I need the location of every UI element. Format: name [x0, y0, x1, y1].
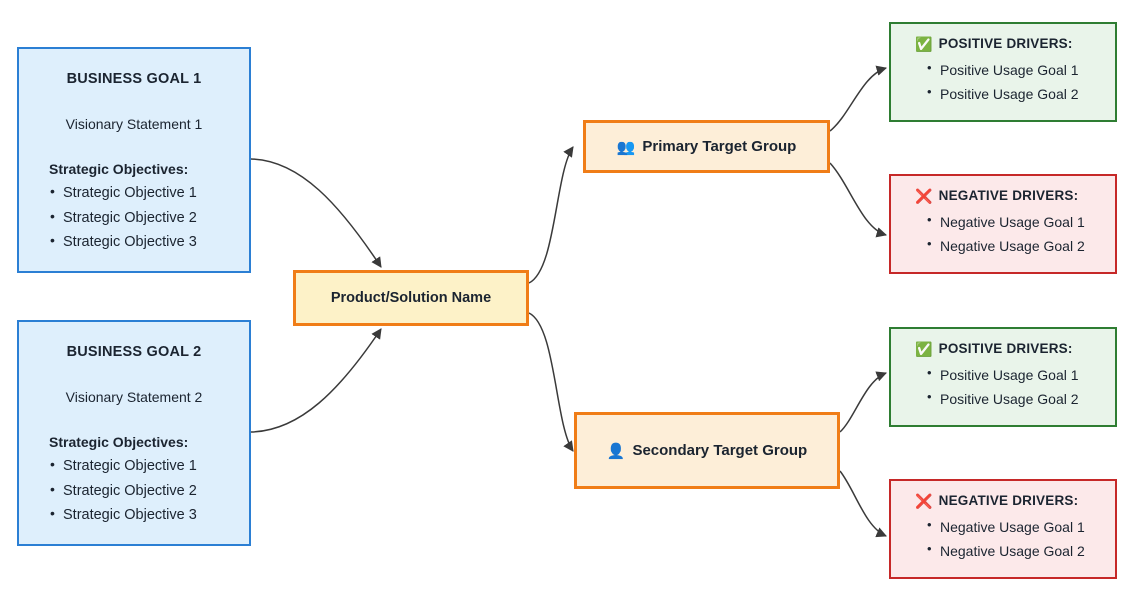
primary-target-group-content: 👥 Primary Target Group — [617, 135, 797, 159]
edge-product-to-secondary-target — [528, 312, 574, 452]
edge-goal2-to-product — [250, 328, 382, 433]
check-mark-button-icon: ✅ — [915, 36, 933, 52]
busts-in-silhouette-icon: 👥 — [616, 138, 636, 156]
positive-drivers-secondary-list: Positive Usage Goal 1 Positive Usage Goa… — [915, 362, 1101, 411]
primary-target-group-node[interactable]: 👥 Primary Target Group — [583, 120, 830, 173]
list-item: Positive Usage Goal 2 — [927, 386, 1101, 411]
edge-goal1-to-product — [250, 158, 382, 268]
list-item: Negative Usage Goal 1 — [927, 209, 1101, 234]
primary-target-group-label: Primary Target Group — [642, 137, 797, 155]
secondary-target-group-label: Secondary Target Group — [632, 441, 808, 459]
list-item: Strategic Objective 3 — [49, 229, 235, 254]
negative-drivers-primary-node[interactable]: ❌ NEGATIVE DRIVERS: Negative Usage Goal 1… — [889, 174, 1117, 274]
list-item: Strategic Objective 3 — [49, 502, 235, 527]
edge-secondary-to-negative-drivers — [839, 470, 887, 538]
heading-text: POSITIVE DRIVERS: — [938, 341, 1073, 356]
list-item: Negative Usage Goal 1 — [927, 514, 1101, 539]
positive-drivers-primary-list: Positive Usage Goal 1 Positive Usage Goa… — [915, 57, 1101, 106]
edge-primary-to-negative-drivers — [829, 162, 888, 238]
negative-drivers-primary-list: Negative Usage Goal 1 Negative Usage Goa… — [915, 209, 1101, 258]
business-goal-2-node[interactable]: BUSINESS GOAL 2 Visionary Statement 2 St… — [17, 320, 251, 546]
business-goal-1-node[interactable]: BUSINESS GOAL 1 Visionary Statement 1 St… — [17, 47, 251, 273]
list-item: Strategic Objective 2 — [49, 478, 235, 503]
list-item: Strategic Objective 1 — [49, 180, 235, 205]
positive-drivers-secondary-heading: ✅ POSITIVE DRIVERS: — [915, 341, 1101, 358]
heading-text: NEGATIVE DRIVERS: — [938, 493, 1079, 508]
positive-drivers-primary-node[interactable]: ✅ POSITIVE DRIVERS: Positive Usage Goal 1… — [889, 22, 1117, 122]
product-solution-label: Product/Solution Name — [330, 290, 492, 306]
list-item: Strategic Objective 2 — [49, 205, 235, 230]
negative-drivers-primary-heading: ❌ NEGATIVE DRIVERS: — [915, 188, 1101, 205]
business-goal-1-vision: Visionary Statement 1 — [65, 116, 203, 133]
heading-text: POSITIVE DRIVERS: — [938, 36, 1073, 51]
list-item: Positive Usage Goal 1 — [927, 57, 1101, 82]
business-goal-2-objectives-label: Strategic Objectives: — [49, 434, 189, 451]
positive-drivers-primary-heading: ✅ POSITIVE DRIVERS: — [915, 36, 1101, 53]
cross-mark-icon: ❌ — [915, 188, 933, 204]
heading-text: NEGATIVE DRIVERS: — [938, 188, 1079, 203]
positive-drivers-secondary-node[interactable]: ✅ POSITIVE DRIVERS: Positive Usage Goal 1… — [889, 327, 1117, 427]
business-goal-1-objectives-list: Strategic Objective 1 Strategic Objectiv… — [33, 180, 235, 254]
edge-product-to-primary-target — [528, 146, 574, 284]
business-goal-2-title: BUSINESS GOAL 2 — [66, 344, 202, 360]
edge-secondary-to-positive-drivers — [839, 371, 887, 433]
list-item: Negative Usage Goal 2 — [927, 538, 1101, 563]
bust-in-silhouette-icon: 👤 — [606, 442, 626, 460]
business-goal-2-vision: Visionary Statement 2 — [65, 389, 203, 406]
secondary-target-group-node[interactable]: 👤 Secondary Target Group — [574, 412, 840, 489]
cross-mark-icon: ❌ — [915, 493, 933, 509]
negative-drivers-secondary-node[interactable]: ❌ NEGATIVE DRIVERS: Negative Usage Goal 1… — [889, 479, 1117, 579]
edge-primary-to-positive-drivers — [829, 65, 888, 132]
business-goal-1-title: BUSINESS GOAL 1 — [66, 71, 202, 87]
secondary-target-group-content: 👤 Secondary Target Group — [607, 439, 807, 463]
product-solution-node[interactable]: Product/Solution Name — [293, 270, 529, 326]
business-goal-1-objectives-label: Strategic Objectives: — [49, 161, 189, 178]
list-item: Positive Usage Goal 1 — [927, 362, 1101, 387]
check-mark-button-icon: ✅ — [915, 341, 933, 357]
negative-drivers-secondary-heading: ❌ NEGATIVE DRIVERS: — [915, 493, 1101, 510]
list-item: Strategic Objective 1 — [49, 453, 235, 478]
business-goal-2-objectives-list: Strategic Objective 1 Strategic Objectiv… — [33, 453, 235, 527]
list-item: Negative Usage Goal 2 — [927, 233, 1101, 258]
negative-drivers-secondary-list: Negative Usage Goal 1 Negative Usage Goa… — [915, 514, 1101, 563]
list-item: Positive Usage Goal 2 — [927, 81, 1101, 106]
